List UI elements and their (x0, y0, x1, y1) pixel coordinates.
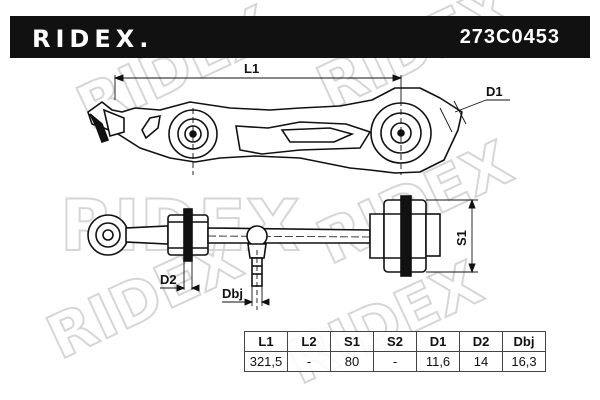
l1-label: L1 (244, 61, 259, 76)
d2-dimension (160, 261, 200, 292)
spec-header-cell: L2 (287, 331, 331, 352)
spec-header-row: L1 L2 S1 S2 D1 D2 Dbj (244, 331, 546, 352)
spec-header-cell: S1 (330, 331, 374, 352)
spec-value-cell: 14 (459, 351, 503, 372)
spec-header-cell: Dbj (502, 331, 546, 352)
spec-value-cell: - (287, 351, 331, 372)
spec-value-cell: 80 (330, 351, 374, 372)
spec-value-cell: 321,5 (244, 351, 288, 372)
d1-leader (439, 99, 510, 133)
part-number: 273C0453 (459, 26, 560, 48)
spec-header-cell: D1 (416, 331, 460, 352)
header-banner: RIDEX. 273C0453 (10, 16, 590, 58)
s1-dimension (426, 198, 478, 274)
spec-table: L1 L2 S1 S2 D1 D2 Dbj 321,5 - 80 - 11,6 … (244, 331, 546, 372)
spec-value-row: 321,5 - 80 - 11,6 14 16,3 (244, 351, 546, 372)
s1-label: S1 (454, 230, 469, 246)
spec-header-cell: L1 (244, 331, 288, 352)
dbj-label: Dbj (222, 286, 243, 301)
spec-value-cell: 11,6 (416, 351, 460, 372)
d2-label: D2 (160, 272, 177, 287)
spec-value-cell: - (373, 351, 417, 372)
d1-label: D1 (486, 84, 503, 99)
spec-value-cell: 16,3 (502, 351, 546, 372)
spec-header-cell: S2 (373, 331, 417, 352)
dbj-dimension (222, 250, 270, 310)
brand-logo: RIDEX. (32, 25, 154, 53)
arm-side-view (87, 195, 441, 287)
spec-header-cell: D2 (459, 331, 503, 352)
l1-dimension (113, 74, 403, 175)
